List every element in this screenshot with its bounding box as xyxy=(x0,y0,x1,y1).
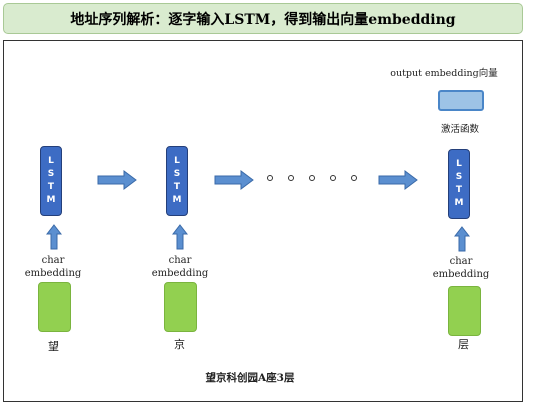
lstm-letter: T xyxy=(455,185,463,195)
lstm-letter: L xyxy=(456,159,462,169)
up-arrow-icon xyxy=(172,224,188,250)
dot xyxy=(351,175,357,181)
char-embedding-box xyxy=(164,282,197,332)
label-line: embedding xyxy=(24,268,82,279)
dot xyxy=(330,175,336,181)
lstm-letter: M xyxy=(172,195,182,205)
output-embedding-label: output embedding向量 xyxy=(390,68,498,79)
char-embedding-label: char embedding xyxy=(426,255,496,281)
char-embedding-box xyxy=(38,282,71,332)
char-embedding-box xyxy=(448,286,481,336)
label-line: char xyxy=(168,255,192,266)
up-arrow-icon xyxy=(46,224,62,250)
dot xyxy=(309,175,315,181)
dot xyxy=(288,175,294,181)
diagram-frame xyxy=(3,40,523,402)
input-char: 层 xyxy=(458,338,469,351)
lstm-cell-1: L S T M xyxy=(40,146,62,216)
lstm-letter: M xyxy=(454,198,464,208)
lstm-letter: L xyxy=(174,156,180,166)
label-line: embedding xyxy=(432,269,490,280)
right-arrow-icon xyxy=(378,170,418,190)
char-embedding-label: char embedding xyxy=(145,254,215,280)
output-embedding-box xyxy=(438,90,484,111)
lstm-letter: M xyxy=(46,195,56,205)
right-arrow-icon xyxy=(97,170,137,190)
lstm-letter: S xyxy=(455,172,463,182)
dot xyxy=(267,175,273,181)
up-arrow-icon xyxy=(454,226,470,252)
lstm-letter: S xyxy=(173,169,181,179)
label-line: char xyxy=(41,255,65,266)
diagram-title: 地址序列解析：逐字输入LSTM，得到输出向量embedding xyxy=(3,3,523,34)
lstm-letter: T xyxy=(173,182,181,192)
label-line: char xyxy=(449,256,473,267)
lstm-letter: S xyxy=(47,169,55,179)
lstm-letter: T xyxy=(47,182,55,192)
activation-label: 激活函数 xyxy=(440,124,479,135)
lstm-letter: L xyxy=(48,156,54,166)
char-embedding-label: char embedding xyxy=(18,254,88,280)
input-char: 望 xyxy=(48,340,59,353)
lstm-cell-2: L S T M xyxy=(166,146,188,216)
ellipsis-dots xyxy=(267,172,357,184)
address-caption: 望京科创园A座3层 xyxy=(205,372,295,384)
label-line: embedding xyxy=(151,268,209,279)
lstm-cell-3: L S T M xyxy=(448,149,470,219)
input-char: 京 xyxy=(174,338,185,351)
right-arrow-icon xyxy=(214,170,254,190)
